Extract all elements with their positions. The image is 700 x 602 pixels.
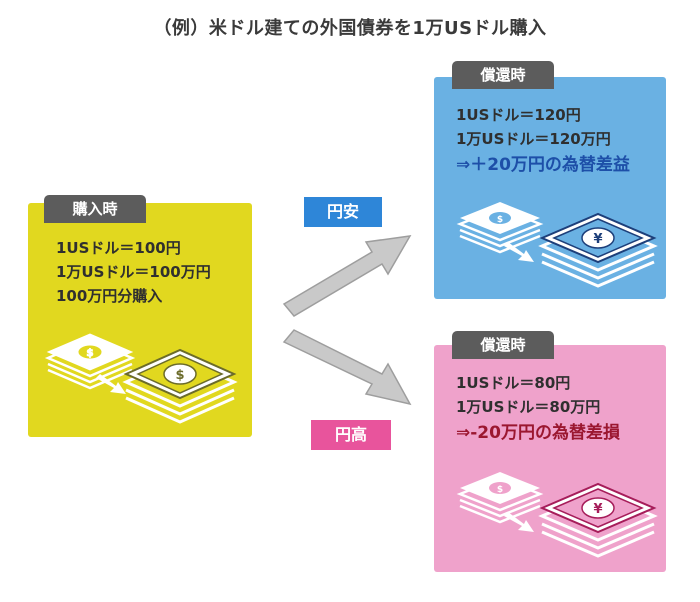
arrow-up-right: [282, 235, 412, 317]
purchase-total-line: 100万円分購入: [56, 287, 163, 305]
strong-yen-chip: 円高: [311, 420, 391, 450]
svg-text:$: $: [497, 485, 503, 495]
svg-text:$: $: [87, 348, 94, 359]
purchase-amount-line: 1万USドル＝100万円: [56, 263, 211, 281]
arrow-small-to-big: [504, 242, 534, 262]
strong-yen-rate-line: 1USドル＝80円: [456, 374, 571, 392]
strong-yen-result: ⇒-20万円の為替差損: [456, 423, 620, 443]
big-dollar-stack: $: [122, 348, 238, 424]
yen-bills-icon-weak: $ ¥: [456, 202, 658, 288]
arrow-small-to-big: [504, 512, 534, 532]
arrow-small-to-big: [96, 374, 126, 394]
weak-yen-chip: 円安: [304, 197, 382, 227]
big-yen-stack: ¥: [538, 212, 658, 288]
weak-yen-amount-line: 1万USドル＝120万円: [456, 130, 611, 148]
small-dollar-stack: $: [44, 333, 136, 390]
weak-yen-rate-line: 1USドル＝120円: [456, 106, 581, 124]
strong-yen-tag: 償還時: [452, 331, 554, 359]
arrow-down-right: [282, 329, 412, 406]
page-title: （例）米ドル建ての外国債券を1万USドル購入: [153, 18, 547, 39]
big-yen-stack: ¥: [538, 482, 658, 558]
svg-text:¥: ¥: [593, 502, 602, 517]
weak-yen-result: ⇒＋20万円の為替差益: [456, 155, 630, 175]
small-dollar-stack: $: [456, 202, 544, 254]
svg-text:$: $: [175, 368, 184, 383]
small-dollar-stack: $: [456, 472, 544, 524]
svg-text:$: $: [497, 215, 503, 225]
strong-yen-amount-line: 1万USドル＝80万円: [456, 398, 601, 416]
dollar-bills-icon: $ $: [44, 333, 238, 424]
purchase-rate-line: 1USドル＝100円: [56, 239, 181, 257]
purchase-tag: 購入時: [44, 195, 146, 223]
weak-yen-tag: 償還時: [452, 61, 554, 89]
yen-bills-icon-strong: $ ¥: [456, 472, 658, 558]
weak-yen-box: [434, 77, 666, 299]
svg-text:¥: ¥: [593, 232, 602, 247]
